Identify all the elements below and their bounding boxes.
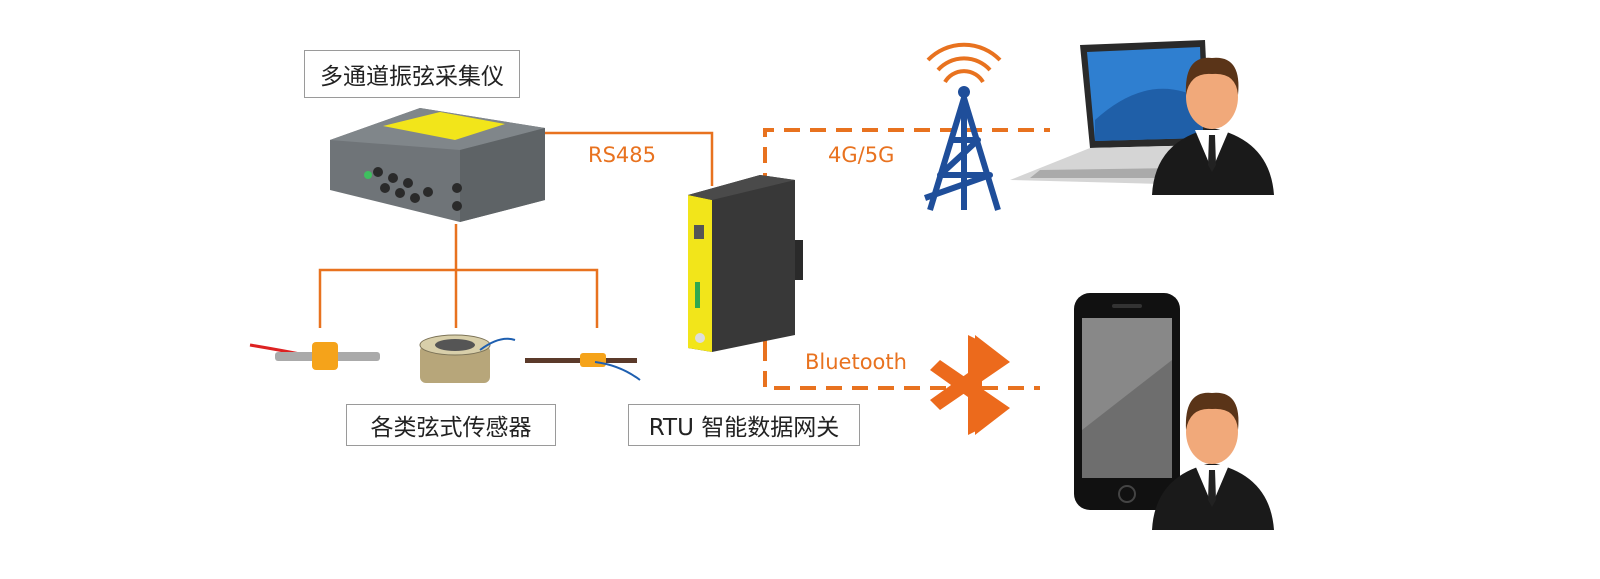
user-icon — [1152, 392, 1274, 530]
bluetooth-label: Bluetooth — [805, 350, 907, 374]
sensor-bus — [318, 268, 599, 328]
gateway-label: RTU 智能数据网关 — [628, 404, 860, 446]
bluetooth-link — [763, 345, 1040, 390]
cell-tower-icon — [923, 42, 1002, 211]
data-collector-device — [330, 108, 545, 222]
rs485-line — [545, 131, 714, 186]
cellular-link — [763, 128, 1050, 345]
user-icon — [1152, 57, 1274, 195]
sensors-label: 各类弦式传感器 — [346, 404, 556, 446]
rs485-label: RS485 — [588, 143, 657, 167]
cellular-label: 4G/5G — [828, 143, 895, 167]
rtu-gateway — [688, 175, 803, 352]
laptop-icon — [1010, 40, 1210, 185]
collector-label: 多通道振弦采集仪 — [304, 50, 520, 98]
vibrating-wire-sensor-1 — [249, 342, 380, 370]
bluetooth-icon — [930, 335, 1010, 435]
vibrating-wire-sensor-3 — [525, 353, 641, 381]
wired-connections — [318, 131, 714, 328]
vibrating-wire-sensor-2 — [419, 334, 516, 383]
smartphone-icon — [1074, 293, 1180, 510]
